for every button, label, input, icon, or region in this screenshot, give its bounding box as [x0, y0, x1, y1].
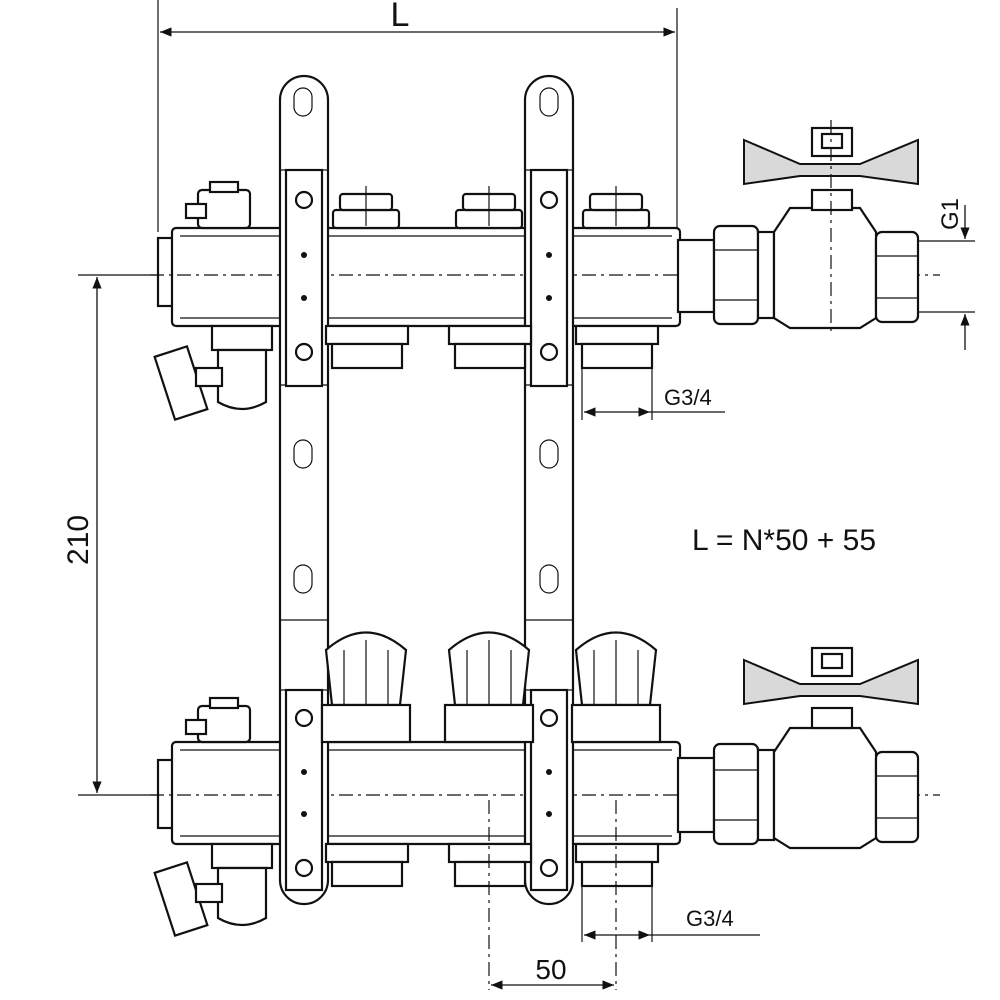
- upper-outlets: [324, 324, 660, 370]
- lower-drain-valve: [153, 842, 274, 938]
- dimension-outlet-lower: G3/4: [581, 886, 760, 942]
- lower-knobs: [320, 631, 662, 744]
- outlet-lower-label: G3/4: [686, 906, 734, 931]
- thread-top-label: G1: [937, 198, 964, 230]
- spacing-label: 50: [535, 954, 566, 985]
- lower-vent-valve: [184, 696, 252, 744]
- length-formula: L = N*50 + 55: [692, 524, 876, 557]
- lower-ball-valve: [712, 646, 920, 850]
- upper-ball-valve: [712, 120, 920, 336]
- lower-outlets: [324, 800, 660, 990]
- height-label: 210: [62, 515, 95, 565]
- bracket-right: [523, 74, 575, 906]
- dimension-spacing: 50: [491, 954, 614, 990]
- length-label: L: [391, 0, 410, 34]
- outlet-upper-label: G3/4: [664, 385, 712, 410]
- dimension-thread-top: G1: [918, 198, 975, 350]
- upper-vent-valve: [184, 180, 252, 230]
- upper-drain-valve: [153, 324, 274, 422]
- dimension-length: L: [157, 0, 678, 232]
- dimension-outlet-upper: G3/4: [581, 368, 725, 420]
- bracket-left: [278, 74, 330, 906]
- upper-top-caps: [331, 186, 651, 230]
